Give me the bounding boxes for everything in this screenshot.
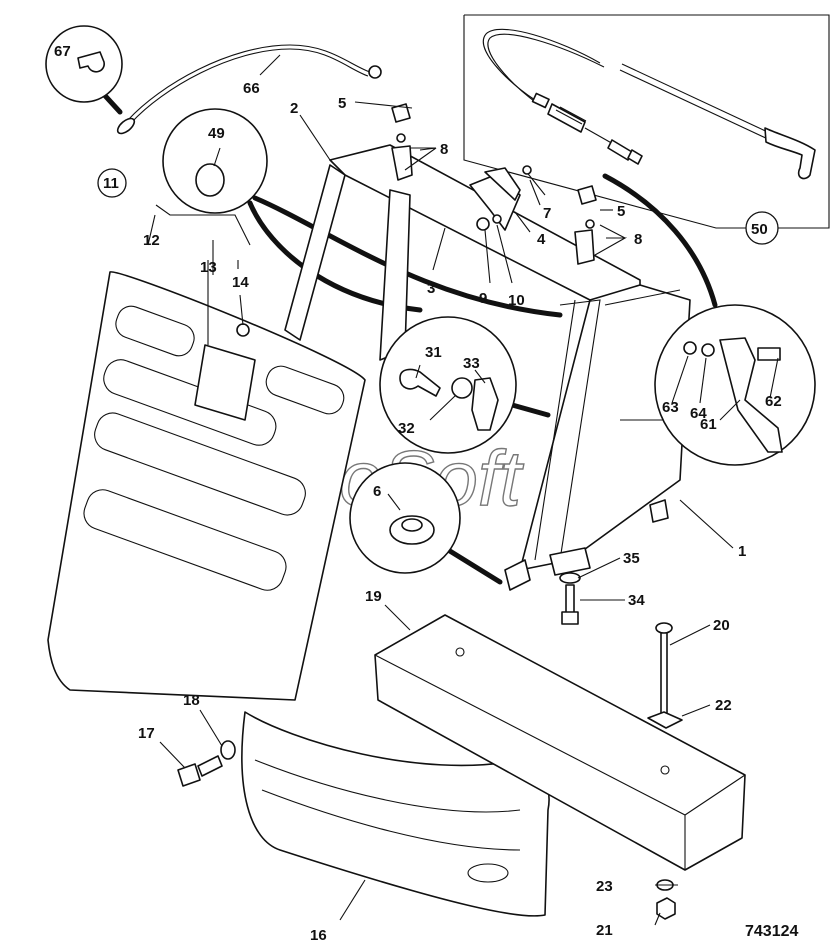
- label-5a: 5: [338, 95, 346, 112]
- leader-6-curve: [442, 545, 503, 585]
- label-31: 31: [425, 344, 442, 361]
- label-34: 34: [628, 592, 645, 609]
- label-10: 10: [508, 292, 525, 309]
- label-8a: 8: [440, 141, 448, 158]
- label-61: 61: [700, 416, 717, 433]
- counterweight: [374, 614, 746, 871]
- label-7: 7: [543, 205, 551, 222]
- label-66: 66: [243, 80, 260, 97]
- frame-assembly: [284, 144, 691, 591]
- leader-50-curve: [602, 173, 718, 308]
- label-22: 22: [715, 697, 732, 714]
- leader-49-curve: [252, 195, 563, 318]
- label-1: 1: [738, 543, 746, 560]
- fasteners: [177, 572, 683, 920]
- label-64: 64: [690, 405, 707, 422]
- label-17: 17: [138, 725, 155, 742]
- brackets: [391, 103, 597, 265]
- ref-circle-50: [745, 211, 779, 245]
- label-11: 11: [103, 175, 119, 192]
- label-8b: 8: [634, 231, 642, 248]
- label-50: 50: [751, 221, 768, 238]
- label-35: 35: [623, 550, 640, 567]
- ref-circle-11: [97, 168, 127, 198]
- label-14: 14: [232, 274, 249, 291]
- cable-66: [116, 44, 382, 135]
- lower-panel: [241, 711, 550, 917]
- label-18: 18: [183, 692, 200, 709]
- callout-49: [162, 108, 268, 214]
- label-3: 3: [427, 280, 435, 297]
- label-6: 6: [373, 483, 381, 500]
- label-49: 49: [208, 125, 225, 142]
- label-33: 33: [463, 355, 480, 372]
- label-67: 67: [54, 43, 71, 60]
- label-32: 32: [398, 420, 415, 437]
- label-62: 62: [765, 393, 782, 410]
- label-9: 9: [479, 290, 487, 307]
- label-63: 63: [662, 399, 679, 416]
- label-12: 12: [143, 232, 160, 249]
- leader-lines: [147, 54, 779, 926]
- label-20: 20: [713, 617, 730, 634]
- label-2: 2: [290, 100, 298, 117]
- label-19: 19: [365, 588, 382, 605]
- label-5b: 5: [617, 203, 625, 220]
- label-23: 23: [596, 878, 613, 895]
- label-16: 16: [310, 927, 327, 944]
- label-13: 13: [200, 259, 217, 276]
- front-grille: [47, 271, 366, 701]
- drawing-number: 743124: [745, 923, 798, 940]
- label-4: 4: [537, 231, 546, 248]
- label-21: 21: [596, 922, 613, 939]
